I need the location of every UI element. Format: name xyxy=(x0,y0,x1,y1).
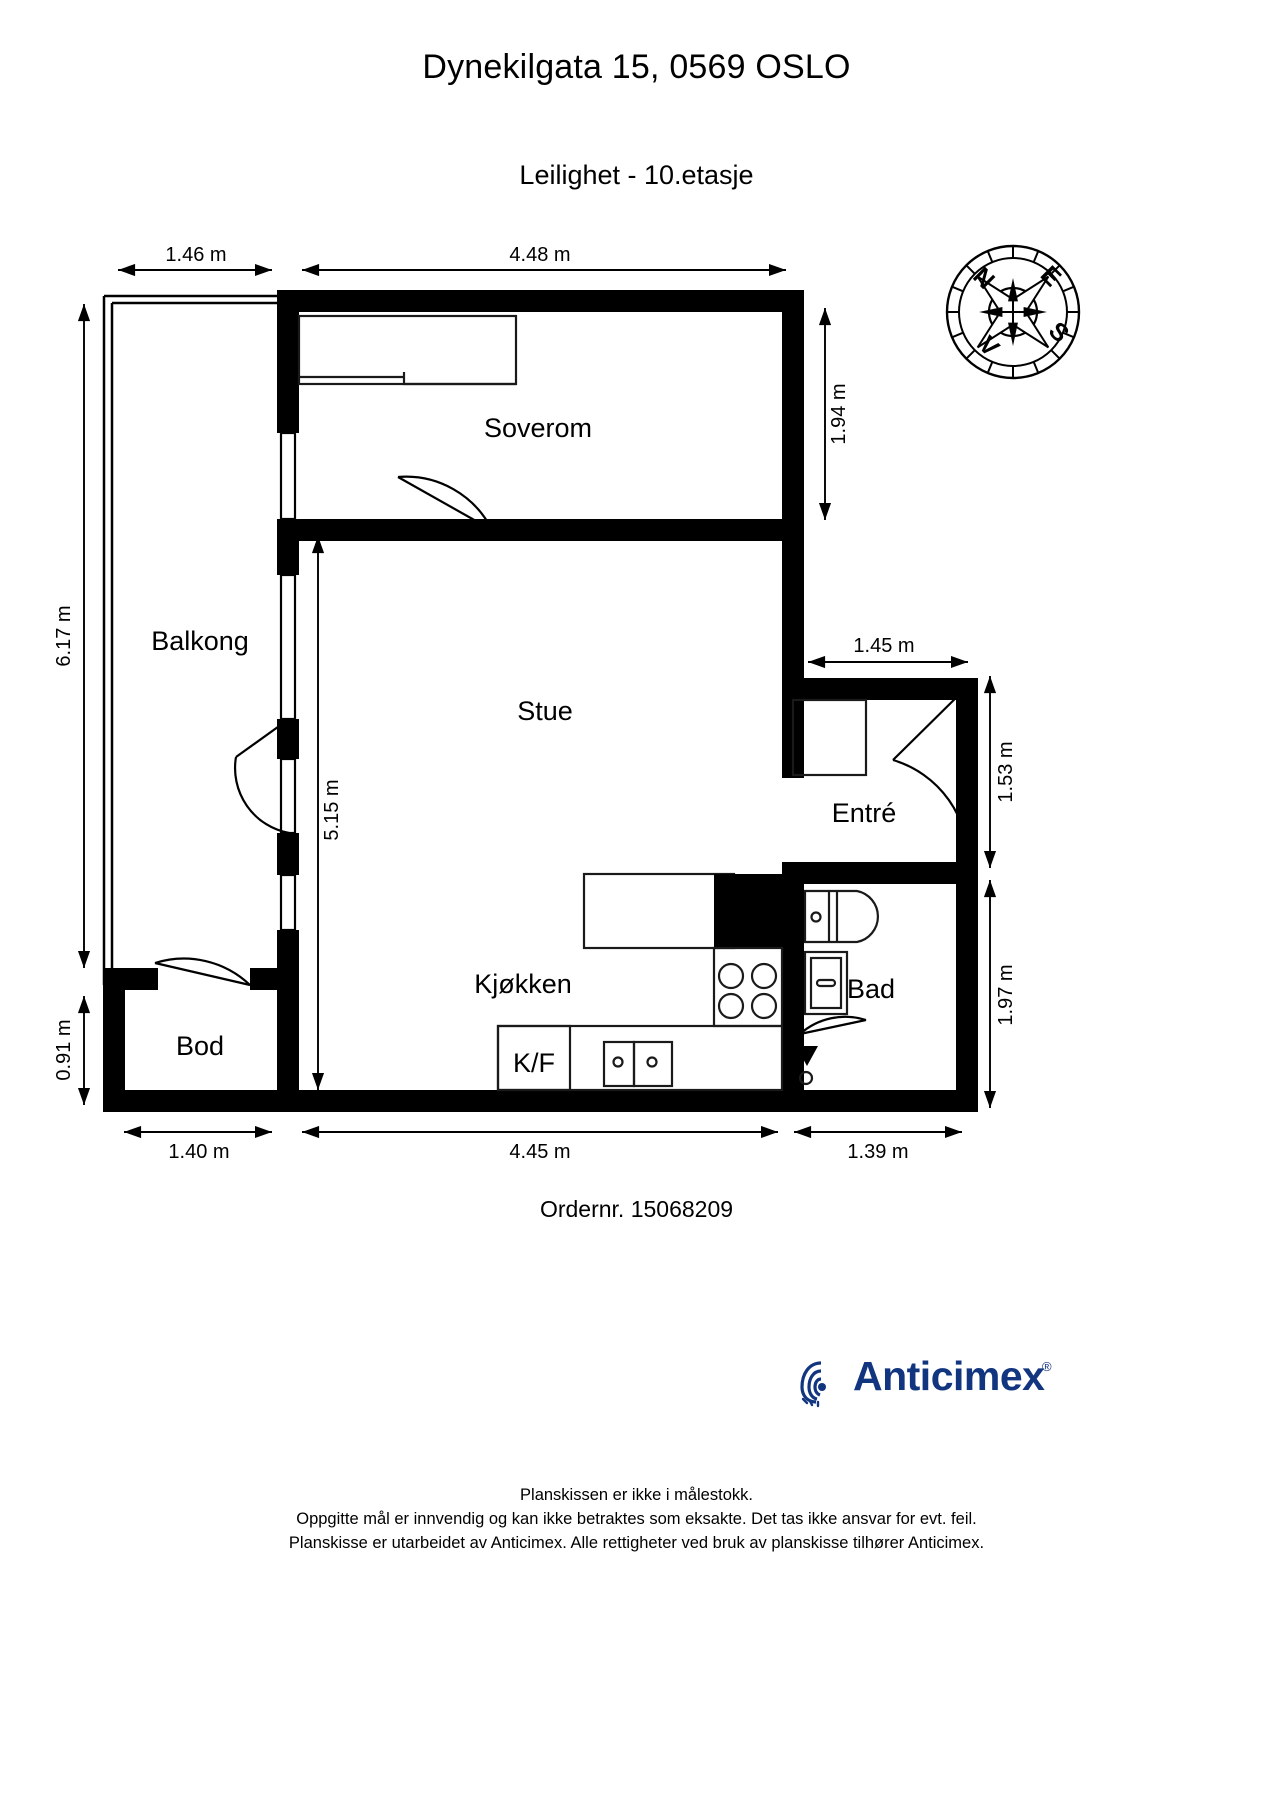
dimension-left-outer: 6.17 m xyxy=(53,605,75,666)
room-label-kjokken: Kjøkken xyxy=(474,969,572,999)
dimension-bottom-right: 1.39 m xyxy=(847,1141,908,1163)
order-number: Ordernr. 15068209 xyxy=(539,1196,734,1222)
room-label-entre: Entré xyxy=(832,798,897,828)
room-label-bad: Bad xyxy=(847,974,895,1004)
wardrobe-soverom xyxy=(297,314,518,386)
disclaimer-line-3: Planskisse er utarbeidet av Anticimex. A… xyxy=(288,1534,985,1552)
anticimex-logo: Anticimex ® xyxy=(795,1353,1065,1411)
dimension-left-lower: 0.91 m xyxy=(53,1019,75,1080)
entre-closet xyxy=(791,698,868,777)
dimension-right-upper: 1.94 m xyxy=(828,383,850,444)
dimension-top-right: 4.48 m xyxy=(509,244,570,266)
dimension-top-left: 1.46 m xyxy=(165,244,226,266)
dimension-bottom-center: 4.45 m xyxy=(509,1141,570,1163)
kitchen-fixtures xyxy=(496,872,784,1092)
page-subtitle: Leilighet - 10.etasje xyxy=(519,160,754,190)
dimension-right-mid: 1.53 m xyxy=(995,741,1017,802)
door-swings xyxy=(154,475,970,1036)
bathroom-fixtures xyxy=(796,889,879,1086)
anticimex-mark-icon xyxy=(800,1361,826,1408)
dimension-lines xyxy=(77,263,997,1139)
page-title: Dynekilgata 15, 0569 OSLO xyxy=(422,48,851,86)
dimension-bottom-left: 1.40 m xyxy=(168,1141,229,1163)
room-label-stue: Stue xyxy=(517,696,573,726)
room-label-kf: K/F xyxy=(513,1048,555,1078)
registered-mark: ® xyxy=(1042,1359,1052,1374)
anticimex-wordmark: Anticimex xyxy=(853,1353,1045,1399)
walls xyxy=(103,290,978,1112)
disclaimer: Planskissen er ikke i målestokk. Oppgitt… xyxy=(0,1483,1273,1555)
room-label-balkong: Balkong xyxy=(151,626,249,656)
balcony-railing xyxy=(102,294,281,985)
dimension-inner-vertical: 5.15 m xyxy=(321,779,343,840)
room-label-soverom: Soverom xyxy=(484,413,592,443)
dimension-entre-width: 1.45 m xyxy=(853,635,914,657)
disclaimer-line-1: Planskissen er ikke i målestokk. xyxy=(520,1486,753,1504)
compass-rose: N E S V xyxy=(945,244,1081,380)
disclaimer-line-2: Oppgitte mål er innvendig og kan ikke be… xyxy=(296,1510,977,1528)
dimension-right-lower: 1.97 m xyxy=(995,964,1017,1025)
room-label-bod: Bod xyxy=(176,1031,224,1061)
